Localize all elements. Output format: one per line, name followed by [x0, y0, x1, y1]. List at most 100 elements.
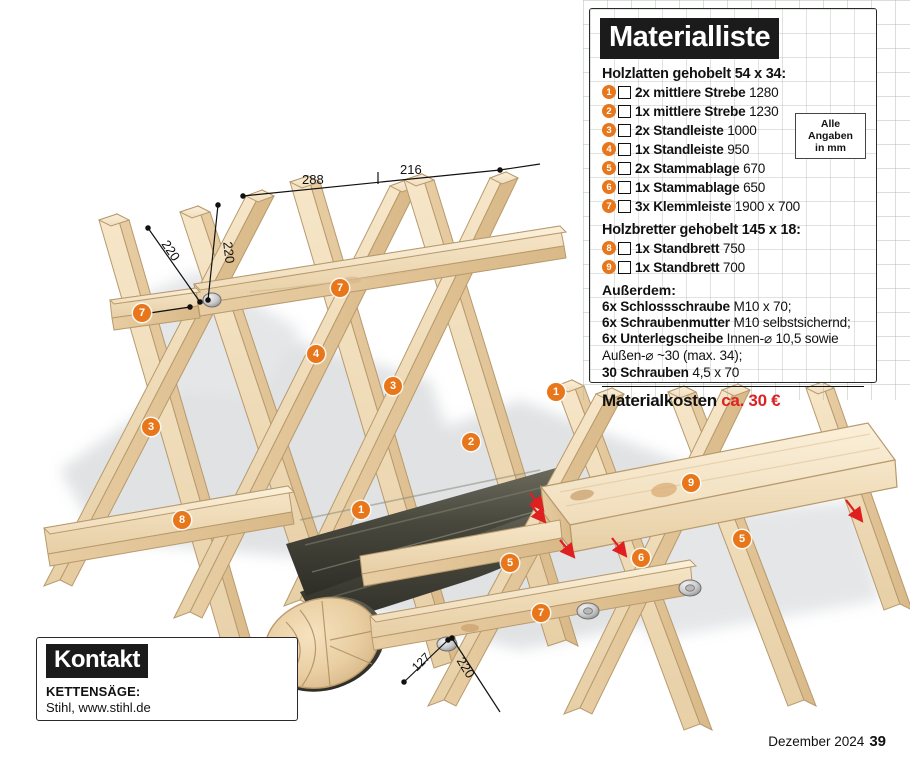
item-label-bold: 1x mittlere Strebe [635, 103, 746, 119]
item-size: 750 [719, 240, 745, 256]
item-checkbox[interactable] [618, 241, 631, 255]
materialliste-section-heading: Holzbretter gehobelt 145 x 18: [602, 222, 801, 238]
materialliste-item[interactable]: 7 3x Klemmleiste 1900 x 700 [602, 197, 866, 215]
item-size: 1280 [745, 84, 779, 100]
units-note-line-1: Alle [820, 118, 841, 130]
materialkosten-value: ca. 30 € [721, 391, 781, 410]
units-note-box: Alle Angaben in mm [795, 113, 866, 160]
item-label: 2x mittlere Strebe 1280 [635, 85, 779, 100]
materialliste-extra-row: 30 Schrauben 4,5 x 70 [602, 365, 866, 380]
materialliste-extra-row: 6x Schraubenmutter M10 selbstsichernd; [602, 315, 866, 330]
extra-bold: 6x Unterlegscheibe [602, 331, 724, 346]
extra-bold: 30 Schrauben [602, 365, 689, 380]
item-label: 1x Standbrett 700 [635, 260, 745, 275]
units-note-line-3: in mm [815, 142, 846, 155]
item-label: 1x Stammablage 650 [635, 180, 765, 195]
item-label: 1x mittlere Strebe 1230 [635, 104, 779, 119]
illustration-callout-badge: 3 [142, 418, 160, 436]
item-checkbox[interactable] [618, 260, 631, 274]
materialkosten-label: Materialkosten [602, 391, 717, 410]
item-label: 1x Standbrett 750 [635, 241, 745, 256]
dimension-216: 216 [400, 162, 422, 177]
footer-page-number: 39 [869, 733, 886, 750]
extra-bold: 6x Schlossschraube [602, 299, 730, 314]
item-checkbox[interactable] [618, 199, 631, 213]
item-number-badge: 2 [602, 104, 616, 118]
materialliste-extra-row: Außen-⌀ ~30 (max. 34); [602, 348, 866, 364]
item-label: 2x Stammablage 670 [635, 161, 765, 176]
item-checkbox[interactable] [618, 104, 631, 118]
illustration-callout-badge: 7 [133, 304, 151, 322]
item-number-badge: 1 [602, 85, 616, 99]
materialliste-extra-row: 6x Unterlegscheibe Innen-⌀ 10,5 sowie [602, 331, 866, 347]
materialliste-item[interactable]: 6 1x Stammablage 650 [602, 178, 866, 196]
item-label: 2x Standleiste 1000 [635, 123, 757, 138]
cost-divider [602, 386, 864, 387]
klemmleiste-upper [192, 225, 568, 317]
item-size: 1230 [745, 103, 779, 119]
item-checkbox[interactable] [618, 142, 631, 156]
item-number-badge: 6 [602, 180, 616, 194]
kontakt-label: KETTENSÄGE: [46, 684, 141, 699]
item-label-bold: 1x Standbrett [635, 240, 720, 256]
item-size: 1900 x 700 [731, 198, 801, 214]
extra-rest: M10 selbstsichernd; [733, 315, 851, 330]
item-size: 950 [723, 141, 750, 157]
illustration-callout-badge: 8 [173, 511, 191, 529]
item-checkbox[interactable] [618, 180, 631, 194]
item-label-bold: 1x Stammablage [635, 179, 740, 195]
standbrett-9 [539, 422, 898, 555]
illustration-callout-badge: 7 [331, 279, 349, 297]
materialliste-title: Materialliste [600, 18, 780, 59]
materialliste-section-heading: Holzlatten gehobelt 54 x 34: [602, 66, 786, 82]
item-number-badge: 7 [602, 199, 616, 213]
materialliste-item[interactable]: 2 1x mittlere Strebe 1230 [602, 102, 866, 120]
illustration-callout-badge: 6 [632, 549, 650, 567]
kontakt-title: Kontakt [46, 644, 148, 678]
kontakt-value: Stihl, www.stihl.de [46, 700, 151, 715]
materialliste-item[interactable]: 8 1x Standbrett 750 [602, 239, 866, 257]
item-checkbox[interactable] [618, 161, 631, 175]
item-label-bold: 1x Standbrett [635, 259, 720, 275]
item-checkbox[interactable] [618, 123, 631, 137]
item-number-badge: 8 [602, 241, 616, 255]
item-size: 1000 [723, 122, 757, 138]
dimension-lines [145, 163, 541, 713]
extra-rest: 4,5 x 70 [692, 365, 740, 380]
illustration-callout-badge: 1 [547, 383, 565, 401]
illustration-callout-badge: 3 [384, 377, 402, 395]
standbrett-8 [42, 485, 296, 567]
dimension-288: 288 [302, 172, 324, 187]
extra-rest: Innen-⌀ 10,5 sowie [726, 331, 839, 346]
item-label-bold: 3x Klemmleiste [635, 198, 732, 214]
assembly-arrows [528, 492, 864, 559]
item-size: 700 [719, 259, 745, 275]
item-number-badge: 5 [602, 161, 616, 175]
materialliste-extra-row: 6x Schlossschraube M10 x 70; [602, 299, 866, 314]
item-number-badge: 9 [602, 260, 616, 274]
illustration-callout-badge: 7 [532, 604, 550, 622]
illustration-callout-badge: 5 [501, 554, 519, 572]
units-note-line-2: Angaben [808, 130, 853, 143]
item-label-bold: 1x Standleiste [635, 141, 724, 157]
item-label-bold: 2x mittlere Strebe [635, 84, 746, 100]
materialliste-box: Materialliste Holzlatten gehobelt 54 x 3… [589, 8, 877, 410]
item-size: 670 [739, 160, 766, 176]
materialliste-sections: Holzlatten gehobelt 54 x 34: 1 2x mittlere… [600, 66, 866, 276]
materialliste-item[interactable]: 1 2x mittlere Strebe 1280 [602, 83, 866, 101]
illustration-callout-badge: 9 [682, 474, 700, 492]
extra-rest: Außen-⌀ ~30 (max. 34); [602, 348, 743, 363]
illustration-callout-badge: 1 [352, 501, 370, 519]
dimension-220-mid: 220 [220, 240, 238, 265]
materialliste-extras: 6x Schlossschraube M10 x 70;6x Schrauben… [600, 299, 866, 380]
materialliste-item[interactable]: 3 2x Standleiste 1000 [602, 121, 866, 139]
materialliste-item[interactable]: 5 2x Stammablage 670 [602, 159, 866, 177]
item-checkbox[interactable] [618, 85, 631, 99]
illustration-callout-badge: 5 [733, 530, 751, 548]
item-number-badge: 3 [602, 123, 616, 137]
materialliste-item[interactable]: 9 1x Standbrett 700 [602, 258, 866, 276]
